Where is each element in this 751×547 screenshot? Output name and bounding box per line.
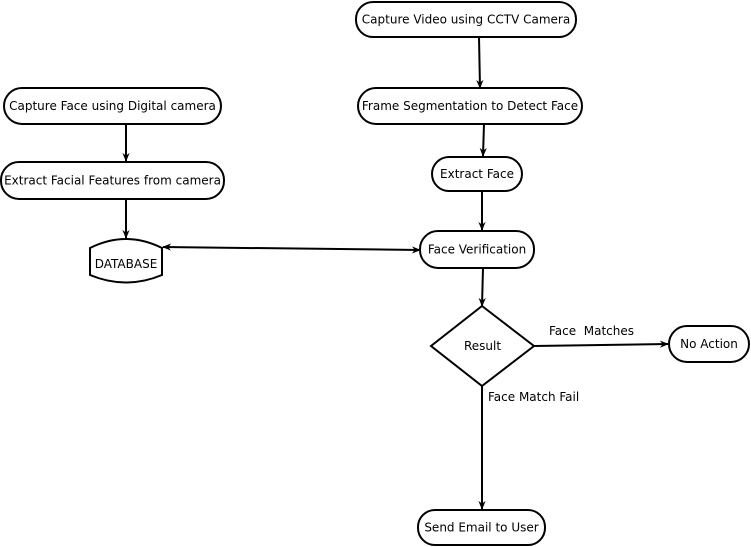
node-database-label: DATABASE [95,257,158,271]
node-extract-face-label: Extract Face [440,167,514,181]
node-capture-video: Capture Video using CCTV Camera [355,1,577,38]
node-capture-face-label: Capture Face using Digital camera [9,99,216,113]
database-icon [89,238,163,284]
node-send-email: Send Email to User [417,509,546,546]
edge-database-face-verification-bidirectional [162,243,421,254]
node-no-action-label: No Action [680,337,738,351]
node-frame-segmentation-label: Frame Segmentation to Detect Face [362,99,578,113]
edge-label-face-match-fail: Face Match Fail [488,390,579,404]
node-no-action: No Action [668,325,750,363]
node-extract-features-label: Extract Facial Features from camera [4,174,221,188]
edge-capture-video-to-frame-segmentation [476,36,484,89]
edge-face-verification-to-result [478,267,486,307]
node-capture-video-label: Capture Video using CCTV Camera [362,13,570,27]
edge-label-face-matches: Face Matches [549,324,634,338]
node-result-decision: Result [429,304,536,388]
node-capture-face: Capture Face using Digital camera [3,87,222,125]
node-result-label: Result [464,339,501,353]
node-extract-features: Extract Facial Features from camera [0,161,225,200]
node-face-verification: Face Verification [419,230,535,269]
node-face-verification-label: Face Verification [428,243,526,257]
node-send-email-label: Send Email to User [424,521,538,535]
edge-result-to-no-action [533,340,669,348]
node-frame-segmentation: Frame Segmentation to Detect Face [357,87,583,125]
edge-frame-segmentation-to-extract-face [479,123,487,157]
node-database: DATABASE [89,238,163,284]
node-extract-face: Extract Face [431,156,523,192]
